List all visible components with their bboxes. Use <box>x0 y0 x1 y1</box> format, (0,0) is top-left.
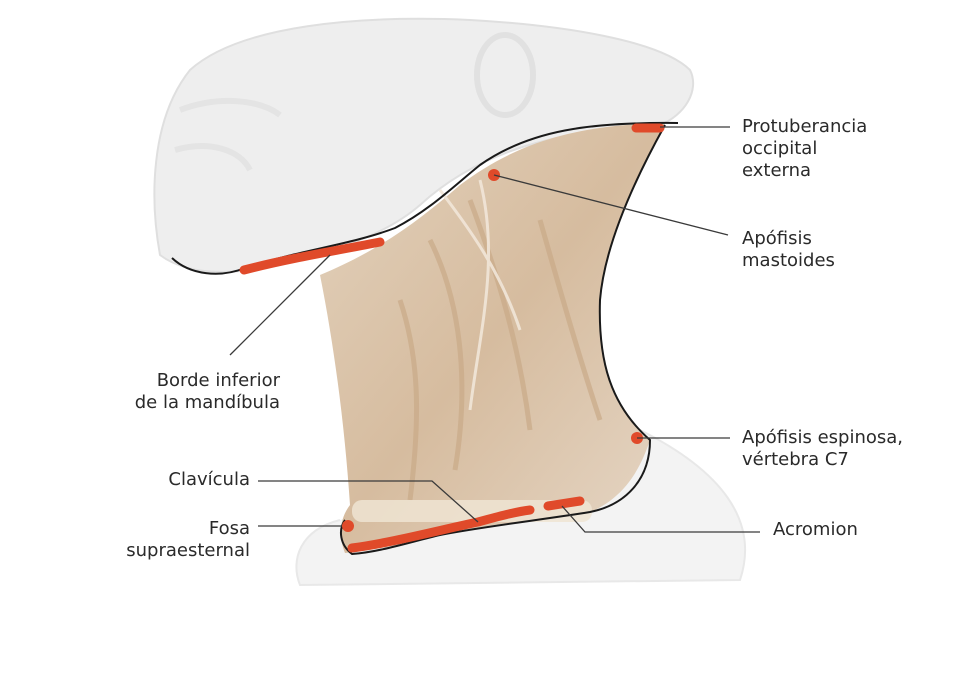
label-apofisis-espinosa-c7: Apófisis espinosa, vértebra C7 <box>742 427 903 471</box>
label-line: supraesternal <box>100 540 250 562</box>
label-line: occipital <box>742 138 867 160</box>
landmark-fosa-supraesternal <box>342 520 354 532</box>
label-borde-inferior-mandibula: Borde inferior de la mandíbula <box>120 370 280 414</box>
label-clavicula: Clavícula <box>120 469 250 491</box>
label-line: Apófisis <box>742 228 835 250</box>
label-line: Borde inferior <box>120 370 280 392</box>
label-protuberancia-occipital-externa: Protuberancia occipital externa <box>742 116 867 182</box>
label-line: Protuberancia <box>742 116 867 138</box>
label-line: de la mandíbula <box>120 392 280 414</box>
label-line: externa <box>742 160 867 182</box>
landmark-acromion <box>548 501 580 506</box>
label-fosa-supraesternal: Fosa supraesternal <box>100 518 250 562</box>
label-line: Fosa <box>100 518 250 540</box>
label-line: mastoides <box>742 250 835 272</box>
label-line: Apófisis espinosa, <box>742 427 903 449</box>
label-line: vértebra C7 <box>742 449 903 471</box>
label-acromion: Acromion <box>773 519 858 541</box>
label-line: Acromion <box>773 519 858 541</box>
label-line: Clavícula <box>120 469 250 491</box>
label-apofisis-mastoides: Apófisis mastoides <box>742 228 835 272</box>
